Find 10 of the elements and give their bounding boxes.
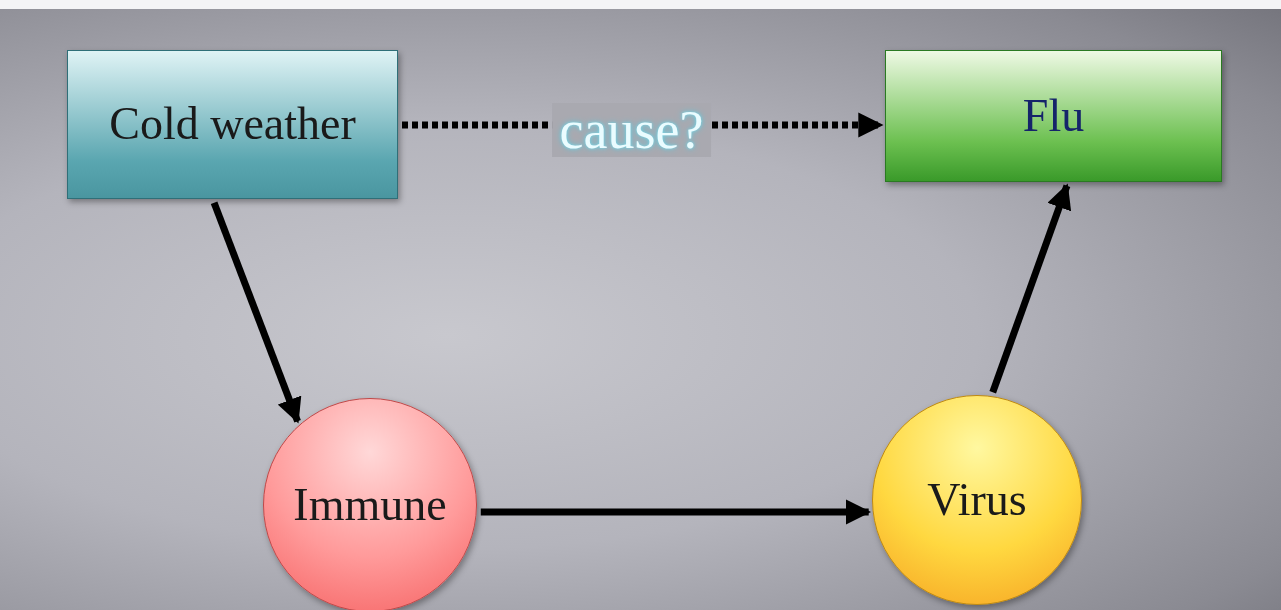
edge-label: cause?	[551, 103, 712, 157]
process-box	[67, 50, 398, 199]
node-label: Immune	[293, 480, 447, 530]
process-box	[885, 50, 1222, 182]
arrow	[210, 201, 302, 424]
node-label: Virus	[927, 475, 1027, 525]
node-label: Cold weather	[109, 100, 356, 149]
arrow	[989, 183, 1072, 394]
node-label: Flu	[1022, 91, 1085, 141]
arrow	[480, 499, 872, 525]
